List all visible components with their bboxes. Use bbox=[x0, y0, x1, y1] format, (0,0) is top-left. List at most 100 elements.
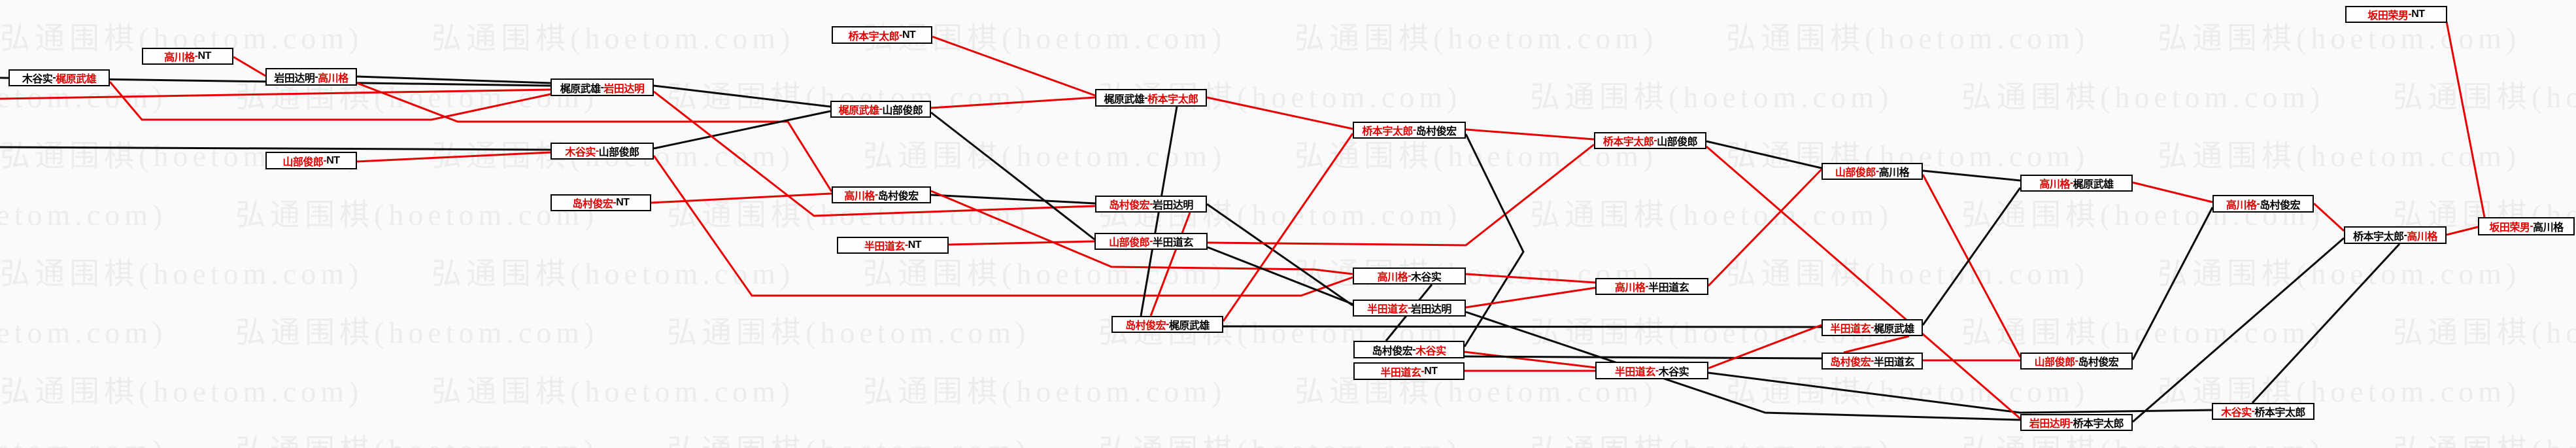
connector-line-red bbox=[1922, 174, 2022, 358]
connector-line-black bbox=[1463, 133, 1525, 347]
match-box-b32[interactable]: 坂田荣男-高川格 bbox=[2478, 217, 2575, 235]
player-name-second: 桥本宇太郎 bbox=[2254, 407, 2305, 419]
name-separator: - bbox=[613, 197, 617, 208]
match-box-b10[interactable]: 梶原武雄-山部俊郎 bbox=[830, 101, 931, 118]
player-name-second: 岛村俊宏 bbox=[1415, 126, 1457, 137]
match-box-b26[interactable]: 半田道玄-梶原武雄 bbox=[1822, 319, 1923, 336]
match-box-b29[interactable]: 岩田达明-桥本宇太郎 bbox=[2020, 414, 2133, 431]
player-name-second: 岛村俊宏 bbox=[2078, 357, 2119, 368]
watermark-text: 弘通围棋(hoetom.com) bbox=[1530, 80, 1893, 114]
name-separator: - bbox=[1871, 355, 1874, 366]
match-box-b1[interactable]: 木谷实-梶原武雄 bbox=[8, 69, 110, 86]
player-name-first: 高川格 bbox=[2039, 179, 2070, 190]
match-box-b34[interactable]: 木谷实-桥本宇太郎 bbox=[2212, 403, 2314, 420]
connector-line-black bbox=[1223, 325, 1822, 328]
match-box-b12[interactable]: 梶原武雄-桥本宇太郎 bbox=[1095, 89, 1207, 107]
match-box-b20[interactable]: 岛村俊宏-木谷实 bbox=[1353, 341, 1465, 358]
match-box-b30[interactable]: 坂田荣男-NT bbox=[2345, 6, 2447, 23]
match-box-b5[interactable]: 梶原武雄-岩田达明 bbox=[551, 78, 654, 96]
match-box-b4[interactable]: 山部俊郎-NT bbox=[265, 152, 357, 169]
player-name-first: 岛村俊宏 bbox=[1372, 345, 1413, 357]
name-separator: - bbox=[314, 71, 318, 82]
name-separator: - bbox=[899, 29, 902, 41]
name-separator: - bbox=[1408, 302, 1411, 313]
match-box-b28[interactable]: 山部俊郎-岛村俊宏 bbox=[2020, 353, 2133, 370]
watermark-text: 弘通围棋(hoetom.com) bbox=[0, 257, 364, 290]
name-separator: - bbox=[1149, 198, 1153, 209]
name-separator: - bbox=[874, 189, 878, 200]
player-name-second: NT bbox=[197, 50, 212, 61]
match-box-b2[interactable]: 高川格-NT bbox=[142, 48, 233, 65]
match-box-b11[interactable]: 高川格-岛村俊宏 bbox=[832, 186, 931, 203]
match-box-b33[interactable]: 桥本宇太郎-高川格 bbox=[2344, 226, 2447, 244]
player-name-second: NT bbox=[616, 197, 630, 208]
match-box-b3[interactable]: 岩田达明-高川格 bbox=[265, 68, 357, 86]
player-name-first: 岛村俊宏 bbox=[1830, 357, 1871, 368]
match-box-b16[interactable]: 桥本宇太郎-岛村俊宏 bbox=[1353, 122, 1466, 139]
connector-line-black bbox=[1207, 246, 1353, 305]
player-name-first: 高川格 bbox=[1377, 272, 1408, 283]
connector-line-red bbox=[1465, 286, 1596, 309]
player-name-first: 高川格 bbox=[844, 191, 875, 202]
watermark-text: 弘通围棋(hoetom.com) bbox=[1961, 426, 2324, 448]
connector-line-red bbox=[1707, 168, 1823, 287]
match-box-b7[interactable]: 岛村俊宏-NT bbox=[551, 194, 651, 211]
connector-line-black bbox=[930, 194, 1096, 205]
watermark-text: 弘通围棋(hoetom.com) bbox=[667, 316, 1030, 349]
player-name-second: 梶原武雄 bbox=[2073, 179, 2114, 190]
connector-line-black bbox=[1706, 140, 1822, 169]
watermark-text: 弘通围棋(hoetom.com) bbox=[2158, 139, 2521, 173]
match-box-b14[interactable]: 山部俊郎-半田道玄 bbox=[1094, 233, 1208, 250]
player-name-first: 桥本宇太郎 bbox=[1602, 137, 1654, 148]
match-box-b18[interactable]: 高川格-木谷实 bbox=[1353, 267, 1466, 284]
player-name-first: 桥本宇太郎 bbox=[2353, 231, 2404, 243]
watermark-text: 弘通围棋(hoetom.com) bbox=[1098, 426, 1461, 448]
match-box-b27[interactable]: 岛村俊宏-半田道玄 bbox=[1822, 353, 1923, 370]
match-box-b9[interactable]: 桥本宇太郎-NT bbox=[832, 26, 932, 44]
player-name-second: 桥本宇太郎 bbox=[1147, 94, 1198, 105]
connector-line-black bbox=[2251, 243, 2401, 404]
player-name-first: 高川格 bbox=[164, 52, 195, 63]
match-box-b6[interactable]: 木谷实-山部俊郎 bbox=[551, 143, 654, 160]
match-box-b25[interactable]: 高川格-梶原武雄 bbox=[2020, 175, 2133, 192]
match-box-b21[interactable]: 半田道玄-NT bbox=[1353, 362, 1465, 380]
connector-line-black bbox=[1922, 187, 2022, 326]
player-name-first: 半田道玄 bbox=[1830, 324, 1871, 335]
name-separator: - bbox=[1408, 270, 1411, 281]
connector-line-red bbox=[930, 190, 1353, 275]
watermark-text: 弘通围棋(hoetom.com) bbox=[1726, 22, 2090, 55]
name-separator: - bbox=[2075, 355, 2078, 366]
name-separator: - bbox=[2256, 198, 2260, 209]
player-name-second: 高川格 bbox=[2407, 231, 2437, 243]
player-name-second: 岛村俊宏 bbox=[2260, 199, 2301, 211]
connector-line-black bbox=[1464, 355, 1822, 360]
connector-line-black bbox=[1465, 311, 2021, 421]
connector-line-red bbox=[356, 82, 833, 192]
connector-line-red bbox=[1706, 145, 2021, 420]
connector-line-red bbox=[653, 90, 1096, 217]
player-name-first: 岛村俊宏 bbox=[572, 199, 613, 210]
match-box-b31[interactable]: 高川格-岛村俊宏 bbox=[2212, 195, 2314, 213]
watermark-text: 弘通围棋(hoetom.com) bbox=[2158, 22, 2521, 55]
match-box-b23[interactable]: 半田道玄-木谷实 bbox=[1595, 362, 1708, 379]
player-name-first: 桥本宇太郎 bbox=[1362, 126, 1413, 137]
watermark-text: 弘通围棋(hoetom.com) bbox=[0, 426, 167, 448]
match-box-b13[interactable]: 岛村俊宏-岩田达明 bbox=[1095, 196, 1207, 213]
match-box-b24[interactable]: 山部俊郎-高川格 bbox=[1822, 163, 1923, 180]
player-name-second: NT bbox=[902, 29, 916, 41]
match-box-b22[interactable]: 高川格-半田道玄 bbox=[1595, 278, 1708, 295]
connector-line-red bbox=[1465, 273, 1596, 284]
match-box-b17[interactable]: 桥本宇太郎-山部俊郎 bbox=[1594, 132, 1706, 149]
player-name-first: 岩田达明 bbox=[2029, 419, 2071, 430]
player-name-first: 半田道玄 bbox=[1614, 366, 1656, 378]
player-name-second: 梶原武雄 bbox=[1168, 320, 1210, 332]
name-separator: - bbox=[2408, 9, 2412, 20]
match-box-b8[interactable]: 半田道玄-NT bbox=[837, 237, 949, 254]
watermark-text: 弘通围棋(hoetom.com) bbox=[2393, 80, 2576, 114]
player-name-second: 山部俊郎 bbox=[598, 147, 640, 158]
match-box-b15[interactable]: 岛村俊宏-梶原武雄 bbox=[1111, 316, 1223, 333]
player-name-second: 高川格 bbox=[318, 73, 348, 84]
match-box-b19[interactable]: 半田道玄-岩田达明 bbox=[1353, 300, 1466, 317]
connector-line-red bbox=[109, 81, 551, 121]
